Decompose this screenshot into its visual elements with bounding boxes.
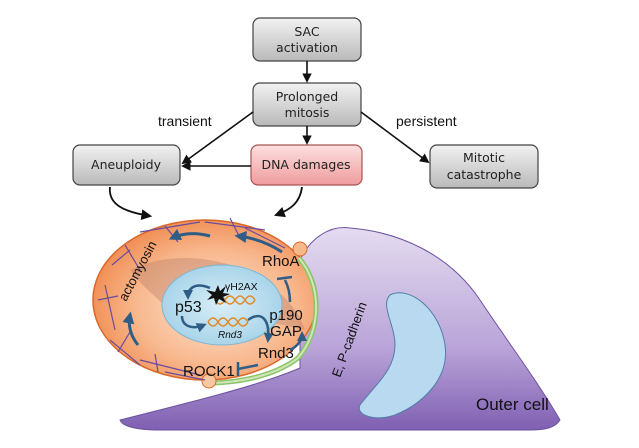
sac-line1: SAC bbox=[294, 24, 319, 39]
prolonged-line2: mitosis bbox=[285, 105, 330, 120]
gamma-h2ax-label: γH2AX bbox=[225, 281, 258, 293]
node-sac-activation: SAC activation bbox=[252, 17, 362, 62]
arrow-p53-to-rnd3-gene bbox=[180, 315, 207, 333]
actomyosin-flow-arrow-top bbox=[168, 229, 211, 240]
nucleus bbox=[161, 264, 283, 346]
node-prolonged-mitosis: Prolonged mitosis bbox=[252, 82, 362, 127]
outer-cell bbox=[119, 227, 561, 431]
arrow-prolonged-to-aneuploidy bbox=[181, 111, 254, 165]
rock1-label: ROCK1 bbox=[183, 363, 235, 380]
sac-line2: activation bbox=[276, 40, 338, 55]
arrow-h2ax-to-p53 bbox=[183, 284, 211, 300]
actomyosin-fibers bbox=[97, 217, 286, 381]
aneuploidy-label: Aneuploidy bbox=[91, 157, 162, 172]
junction-dot-bottom bbox=[201, 373, 217, 389]
arrow-rnd3-gene-to-protein bbox=[247, 314, 274, 343]
rhoa-label: RhoA bbox=[262, 253, 300, 270]
arrow-aneuploidy-to-cell bbox=[109, 186, 153, 220]
junction-membrane-inner bbox=[211, 257, 318, 384]
inhibit-p190-rhoa bbox=[283, 279, 292, 303]
prolonged-line1: Prolonged bbox=[276, 89, 338, 104]
junction-dot-top bbox=[292, 241, 308, 257]
arrow-rnd3-to-p190 bbox=[289, 331, 307, 352]
outer-cell-nucleus bbox=[358, 292, 447, 419]
arrow-dna-to-cell bbox=[273, 186, 303, 218]
actomyosin-flow-arrow-left bbox=[122, 311, 140, 346]
arrow-prolonged-to-catastrophe bbox=[360, 111, 430, 164]
dna-strand-rnd3 bbox=[207, 317, 249, 327]
edge-label-transient: transient bbox=[158, 113, 212, 129]
inhibit-rnd3-rock1 bbox=[237, 363, 259, 371]
node-mitotic-catastrophe: Mitotic catastrophe bbox=[429, 144, 539, 189]
p190-label-line2: GAP bbox=[270, 323, 302, 340]
edge-label-persistent: persistent bbox=[396, 113, 457, 129]
node-dna-damages: DNA damages bbox=[250, 144, 363, 186]
catastrophe-line2: catastrophe bbox=[447, 167, 522, 182]
inhibit-bar-rhoa bbox=[276, 275, 293, 281]
rnd3-gene-label: Rnd3 bbox=[218, 330, 242, 341]
p190-label-line1: p190 bbox=[269, 307, 302, 324]
actomyosin-flow-arrow-right bbox=[234, 231, 283, 254]
outer-cell-label: Outer cell bbox=[476, 395, 549, 414]
dna-damage-burst-icon bbox=[206, 285, 230, 305]
dna-damages-label: DNA damages bbox=[261, 157, 350, 172]
catastrophe-line1: Mitotic bbox=[463, 150, 505, 165]
p53-label: p53 bbox=[175, 299, 202, 316]
rnd3-protein-label: Rnd3 bbox=[258, 345, 294, 362]
node-aneuploidy: Aneuploidy bbox=[72, 144, 181, 186]
